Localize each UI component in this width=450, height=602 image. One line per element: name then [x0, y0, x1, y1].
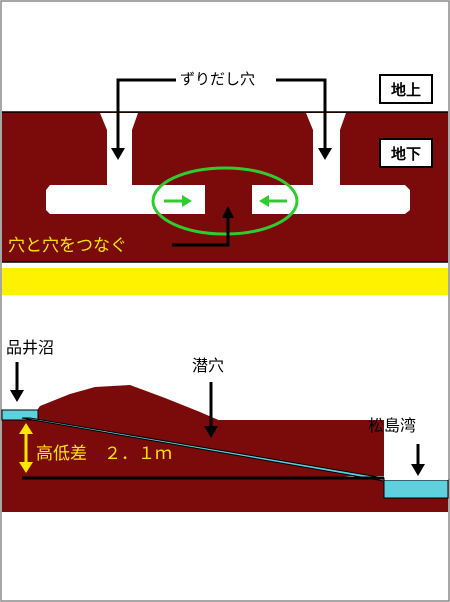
left-shaft-tunnel: [46, 113, 205, 214]
matsushima-arrow: [411, 444, 425, 476]
label-above-ground: 地上: [379, 74, 433, 104]
connection-ellipse: [151, 166, 299, 236]
left-pond-water: [1, 409, 39, 421]
label-tunnel: 潜穴: [192, 356, 225, 375]
tunnel-arrow: [204, 382, 218, 438]
connect-arrow: [172, 206, 234, 247]
yellow-band: [2, 268, 448, 295]
label-connect: 穴と穴をつなぐ: [8, 236, 127, 256]
zuridashi-arrow-left: [111, 78, 176, 160]
label-zuridashi: ずりだし穴: [178, 70, 258, 88]
green-arrow-left: [259, 195, 287, 207]
label-underground: 地下: [379, 138, 433, 168]
shinaijinuma-arrow: [10, 362, 24, 402]
hill-profile: [2, 385, 345, 476]
height-diff-arrow: [19, 423, 33, 473]
right-bay-water: [383, 479, 449, 499]
label-height-diff: 高低差 ２．１ｍ: [36, 444, 172, 464]
zuridashi-arrow-right: [276, 78, 332, 160]
label-shinaijinuma: 品井沼: [6, 338, 55, 357]
green-arrow-right: [164, 195, 192, 207]
label-matsushima: 松島湾: [368, 416, 417, 435]
